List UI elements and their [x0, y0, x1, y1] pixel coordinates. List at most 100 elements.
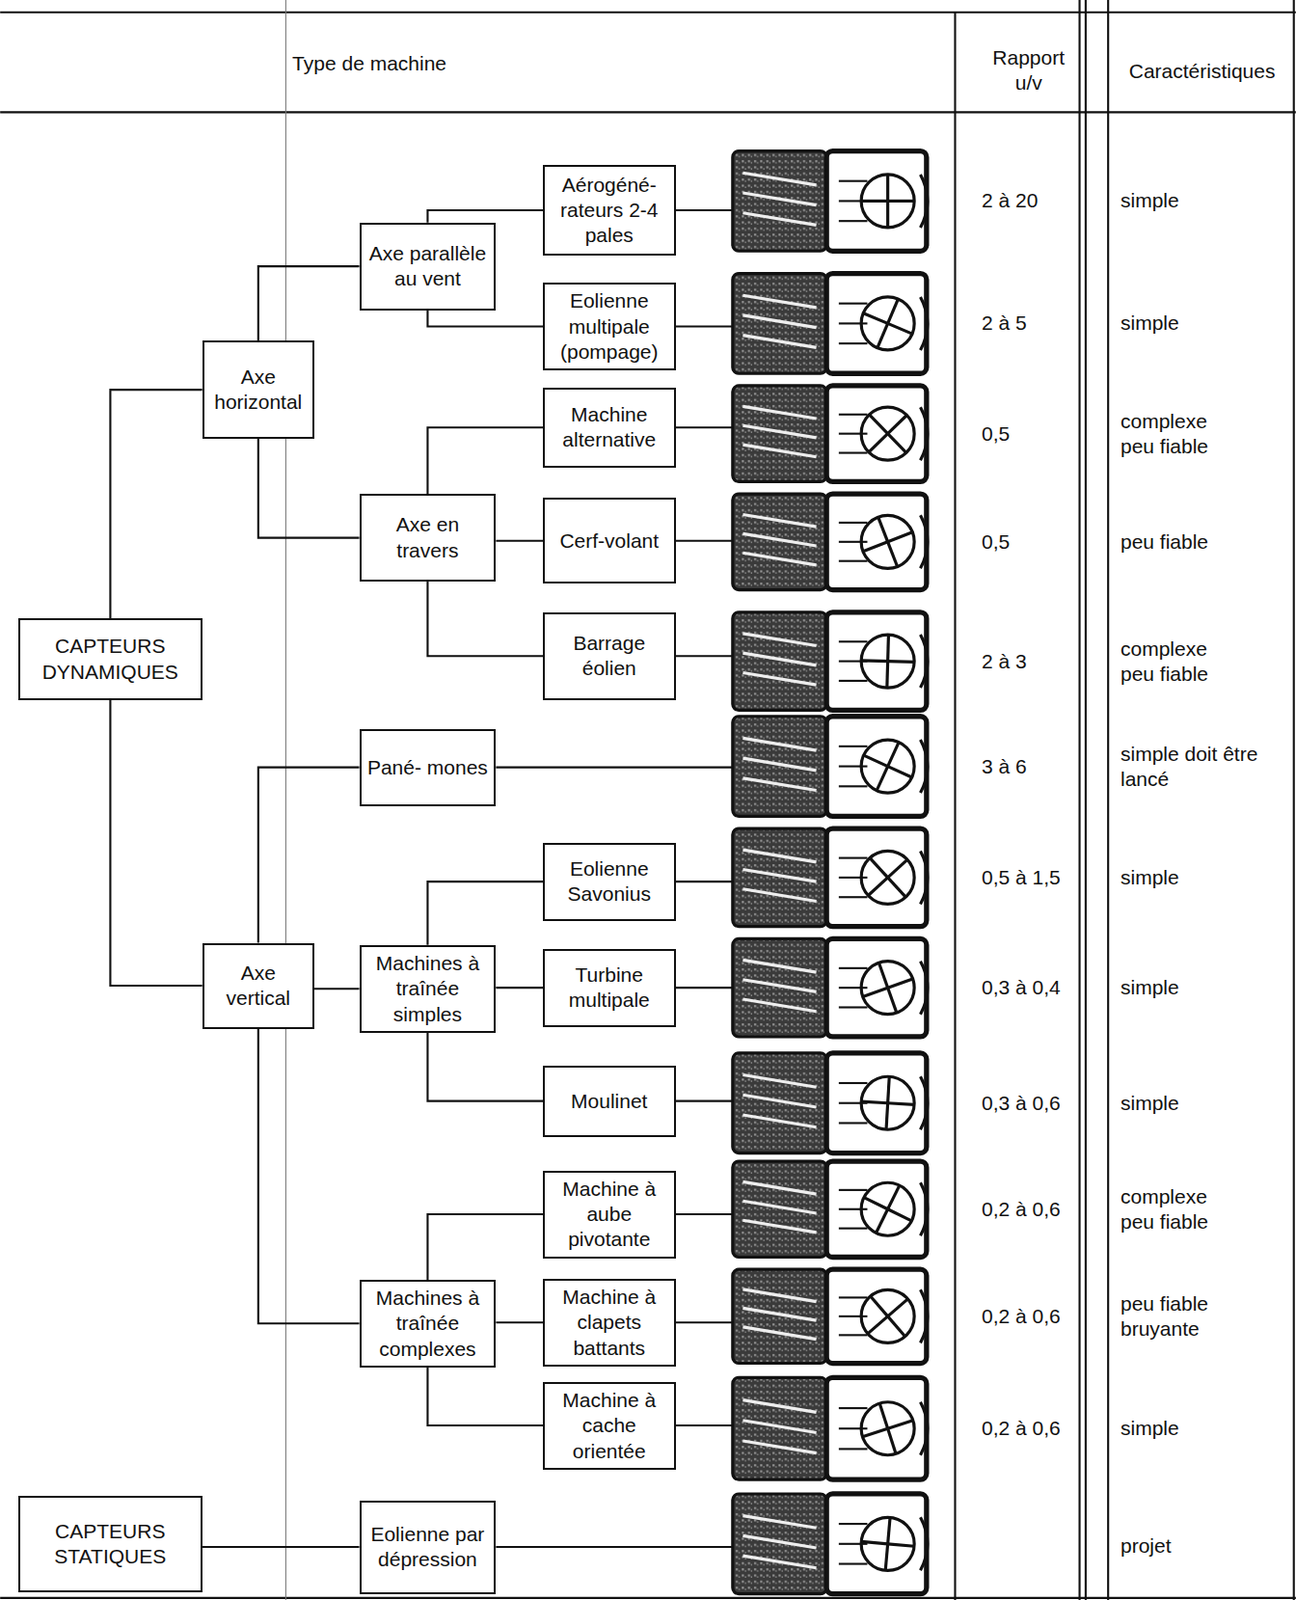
- rotor-sketch: [861, 961, 915, 1015]
- ratio-cell: 3 à 6: [981, 754, 1080, 780]
- photo-stroke: [742, 737, 816, 751]
- pictogram: [732, 1269, 928, 1363]
- wind-stroke: [838, 967, 868, 970]
- tree-connector: [427, 1367, 543, 1426]
- feature-cell: complexe peu fiable: [1120, 1184, 1243, 1236]
- machine-box: Eolienne par dépression: [359, 1500, 497, 1594]
- photo-stroke: [742, 1219, 816, 1233]
- leader-line: [675, 325, 733, 328]
- blade-sketch: [888, 199, 916, 203]
- leader-line: [675, 1213, 733, 1215]
- tree-connector: [314, 987, 360, 990]
- blade-sketch: [862, 1428, 888, 1436]
- photo-stroke: [742, 295, 816, 308]
- rotor-sketch: [861, 850, 915, 904]
- photo-stroke: [742, 1326, 816, 1340]
- blade-sketch: [885, 1543, 888, 1570]
- rotation-arrow: [919, 1402, 927, 1456]
- rotation-arrow: [919, 961, 927, 1015]
- blade-sketch: [888, 541, 898, 567]
- blade-sketch: [888, 1316, 906, 1337]
- rotor-sketch: [861, 297, 915, 351]
- blade-sketch: [888, 978, 914, 988]
- blade-sketch: [888, 987, 897, 1013]
- wind-stroke: [838, 679, 868, 682]
- blade-sketch: [869, 858, 889, 878]
- wind-stroke: [838, 1081, 868, 1084]
- node-text: Pané- mones: [367, 755, 488, 781]
- blade-sketch: [888, 414, 908, 433]
- ratio-cell: 2 à 20: [981, 188, 1080, 214]
- wind-stroke: [838, 432, 868, 435]
- blade-sketch: [863, 987, 889, 997]
- node-text: Turbine multipale: [549, 962, 670, 1014]
- photo-stroke: [742, 889, 816, 902]
- blade-sketch: [888, 1516, 891, 1543]
- machine-box: Machine alternative: [542, 387, 676, 468]
- node-text: Moulinet: [570, 1088, 648, 1114]
- column-header: Type de machine: [267, 51, 472, 77]
- leader-line: [495, 1545, 732, 1548]
- leader-line: [675, 209, 733, 212]
- wind-stroke: [838, 1208, 868, 1211]
- rotation-arrow: [919, 297, 927, 351]
- photo-stroke: [742, 533, 816, 546]
- machine-box: Axe horizontal: [202, 340, 315, 439]
- leader-line: [675, 1424, 733, 1427]
- photo-stroke: [742, 999, 816, 1012]
- tree-connector: [258, 1027, 360, 1323]
- sketch-panel: [826, 828, 927, 927]
- photo-stroke: [742, 1200, 816, 1214]
- tree-connector: [258, 266, 360, 341]
- blade-sketch: [878, 516, 889, 542]
- photo-stroke: [742, 633, 816, 647]
- photo-panel: [732, 151, 827, 252]
- pictogram: [732, 493, 928, 590]
- photo-stroke: [742, 1555, 816, 1568]
- blade-sketch: [876, 766, 888, 791]
- photo-panel: [732, 1377, 827, 1480]
- tree-connector: [427, 210, 543, 223]
- tree-connector: [427, 581, 543, 656]
- ratio-cell: 0,5 à 1,5: [981, 864, 1080, 891]
- node-text: Axe vertical: [209, 960, 308, 1012]
- blade-sketch: [863, 541, 889, 552]
- rotor-sketch: [861, 1182, 915, 1236]
- rotation-arrow: [919, 634, 927, 688]
- photo-stroke: [742, 757, 816, 771]
- rotation-arrow: [919, 406, 927, 460]
- feature-cell: simple: [1120, 864, 1243, 891]
- photo-stroke: [742, 405, 816, 419]
- leader-line: [495, 766, 732, 769]
- machine-box: Turbine multipale: [542, 948, 676, 1026]
- wind-stroke: [838, 986, 868, 989]
- photo-panel: [732, 716, 827, 817]
- tree-connector: [202, 1545, 360, 1548]
- blade-sketch: [868, 433, 889, 453]
- blade-sketch: [863, 313, 888, 324]
- machine-box: Eolienne multipale (pompage): [542, 282, 676, 371]
- photo-panel: [732, 1053, 827, 1154]
- node-text: Eolienne multipale (pompage): [549, 288, 670, 365]
- leader-line: [675, 540, 733, 542]
- blade-sketch: [888, 659, 915, 664]
- wind-stroke: [838, 302, 868, 305]
- rotor-sketch: [861, 634, 915, 688]
- photo-stroke: [742, 868, 816, 882]
- leader-line: [675, 654, 733, 657]
- tree-connector: [427, 427, 543, 494]
- wind-stroke: [838, 560, 868, 563]
- node-text: Machine à cache orientée: [549, 1387, 670, 1464]
- rotation-arrow: [919, 739, 927, 793]
- rotation-arrow: [919, 174, 927, 228]
- photo-stroke: [742, 652, 816, 666]
- photo-stroke: [742, 778, 816, 791]
- tree-connector: [427, 1214, 543, 1280]
- tree-connector: [427, 881, 543, 945]
- sketch-panel: [826, 385, 927, 482]
- sketch-panel: [826, 493, 927, 590]
- pictogram: [732, 1161, 928, 1257]
- wind-stroke: [838, 540, 868, 543]
- blade-sketch: [886, 634, 891, 661]
